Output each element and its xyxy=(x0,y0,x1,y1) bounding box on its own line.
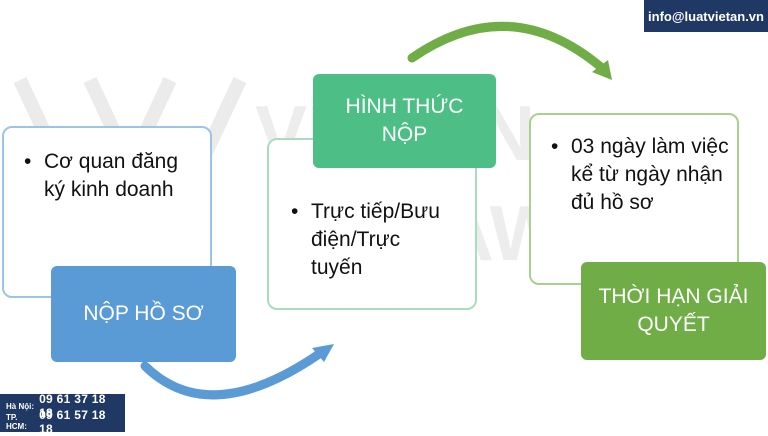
step-2-label-text: HÌNH THỨC NỘP xyxy=(345,95,464,146)
phone-city: Hà Nội: xyxy=(6,401,34,411)
step-2-label: HÌNH THỨC NỘP xyxy=(313,74,496,168)
step-1-label: NỘP HỒ SƠ xyxy=(51,266,236,362)
step-3-label: THỜI HẠN GIẢI QUYẾT xyxy=(581,262,766,360)
curved-arrow-icon xyxy=(407,21,612,80)
email-text: info@luatvietan.vn xyxy=(648,8,764,24)
step-3-label-text: THỜI HẠN GIẢI QUYẾT xyxy=(598,285,749,336)
step-3-card: 03 ngày làm việc kể từ ngày nhận đủ hồ s… xyxy=(529,113,739,285)
phone-panel: Hà Nội: 09 61 37 18 18 TP. HCM: 09 61 57… xyxy=(0,392,125,436)
step-1-label-text: NỘP HỒ SƠ xyxy=(83,302,204,325)
email-badge[interactable]: info@luatvietan.vn xyxy=(644,0,768,32)
step-3-bullet: 03 ngày làm việc kể từ ngày nhận đủ hồ s… xyxy=(549,133,734,217)
step-1-bullet: Cơ quan đăng ký kinh doanh xyxy=(22,148,204,204)
step-2-bullet: Trực tiếp/Bưu điện/Trực tuyến xyxy=(289,198,449,282)
phone-city: TP. HCM: xyxy=(6,413,27,431)
phone-row-hanoi: Hà Nội: 09 61 37 18 18 xyxy=(6,392,121,420)
phone-number[interactable]: 09 61 37 18 18 xyxy=(39,392,106,420)
phone-row-hcm: TP. HCM: 09 61 57 18 18 xyxy=(6,408,121,436)
